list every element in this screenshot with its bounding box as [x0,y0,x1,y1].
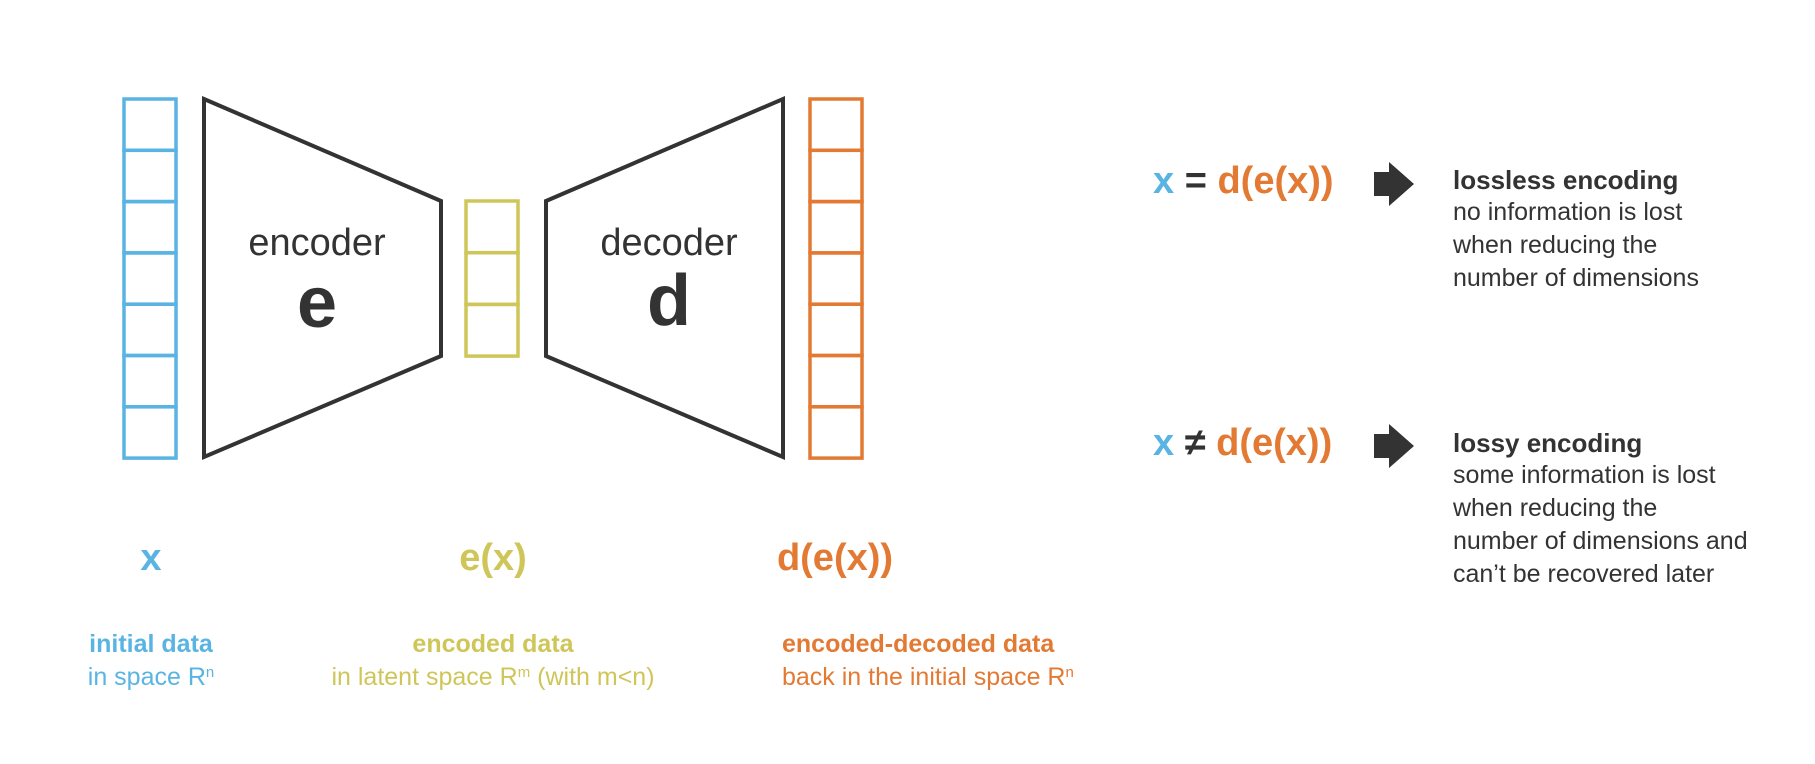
vector-cell [464,199,520,255]
input-symbol: x [140,537,162,579]
vector-cell [122,97,178,153]
vector-cell [122,199,178,255]
lossless-line: when reducing the [1453,231,1658,259]
vector-cell [808,97,864,153]
output-caption-title: encoded-decoded data [782,630,1055,658]
output-caption: encoded-decoded data back in the initial… [782,630,1074,692]
vector-cell [808,302,864,358]
lossless-line: no information is lost [1453,198,1683,226]
latent-symbol: e(x) [459,537,527,579]
vector-cell [808,148,864,204]
lossless-operator: = [1184,160,1207,202]
vector-cell [122,405,178,460]
lossless-title: lossless encoding [1453,165,1679,195]
vector-cell [464,302,520,358]
vector-cell [122,251,178,306]
right-arrow-icon [1374,424,1414,468]
lossless-formula: x = d(e(x)) [1153,160,1334,203]
lossless-description: lossless encoding no information is lost… [1453,165,1699,293]
output-caption-desc: back in the initial space Rn [782,663,1074,691]
input-caption-title: initial data [89,630,213,658]
vector-cell [808,251,864,306]
encoder-symbol: e [296,263,338,343]
vector-cell [464,250,520,307]
encoder-trapezoid [202,95,443,461]
lossless-lhs: x [1153,160,1175,202]
input-vector [122,97,178,460]
latent-vector [464,199,520,358]
lossless-rhs: d(e(x)) [1217,160,1334,202]
decoder-label: decoder [600,222,738,264]
vector-cell [808,199,864,255]
latent-caption-title: encoded data [412,630,574,658]
lossy-operator: ≠ [1184,422,1206,464]
input-caption-desc: in space Rn [87,663,215,691]
lossy-description: lossy encoding some information is lost … [1453,428,1748,589]
vector-cell [808,353,864,409]
lossy-line: number of dimensions and [1453,527,1748,555]
vector-cell [122,353,178,409]
latent-caption-desc: in latent space Rm (with m<n) [331,663,655,691]
vector-cell [808,405,864,460]
encoder-label: encoder [248,222,386,264]
output-vector [808,97,864,460]
lossy-rhs: d(e(x)) [1216,422,1333,464]
lossy-line: when reducing the [1453,494,1658,522]
decoder-trapezoid [544,95,785,461]
lossy-line: some information is lost [1453,461,1716,489]
lossy-title: lossy encoding [1453,428,1643,458]
latent-caption: encoded data in latent space Rm (with m<… [331,630,654,692]
vector-cell [122,148,178,204]
lossy-line: can’t be recovered later [1453,560,1715,588]
right-arrow-icon [1374,162,1414,206]
lossless-line: number of dimensions [1453,264,1699,292]
input-caption: initial data in space Rn [88,630,214,692]
output-symbol: d(e(x)) [776,537,894,579]
lossy-lhs: x [1153,422,1175,464]
lossy-formula: x ≠ d(e(x)) [1153,422,1332,465]
decoder-symbol: d [647,261,691,341]
vector-cell [122,302,178,358]
